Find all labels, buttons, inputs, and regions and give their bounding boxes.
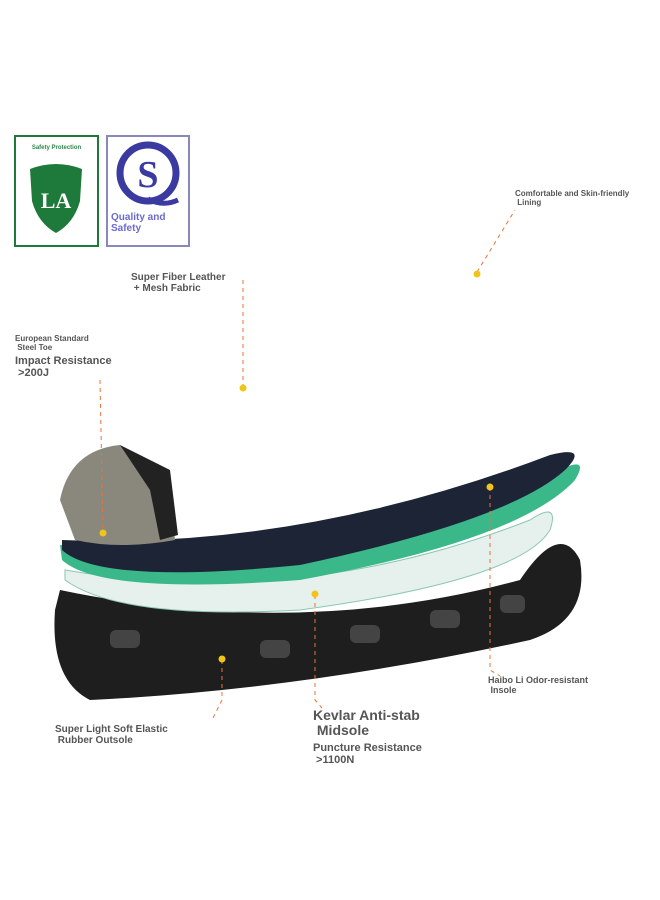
quality-safety-badge: S Quality and Safety [106, 135, 190, 247]
svg-text:S: S [137, 154, 158, 196]
badge-caption: Safety Protection [31, 145, 82, 151]
label-insole: Haibo Li Odor-resistant Insole [488, 675, 589, 695]
outsole [54, 544, 582, 700]
safety-protection-badge: Safety Protection LA [14, 135, 99, 247]
svg-text:LA: LA [41, 188, 72, 213]
label-impact: Impact Resistance >200J [15, 355, 112, 380]
label-midsole: Kevlar Anti-stab Midsole [313, 707, 420, 739]
label-outsole: Super Light Soft Elastic Rubber Outsole [55, 724, 168, 746]
label-steel-toe: European Standard Steel Toe [15, 334, 89, 352]
qs-logo-icon: S [116, 141, 180, 206]
label-puncture: Puncture Resistance >1100N [313, 742, 422, 767]
label-lining: Comfortable and Skin-friendly Lining [515, 189, 630, 207]
shield-icon: LA [30, 164, 82, 233]
label-leather: Super Fiber Leather + Mesh Fabric [131, 272, 226, 294]
badge-caption: Quality and Safety [111, 212, 166, 234]
